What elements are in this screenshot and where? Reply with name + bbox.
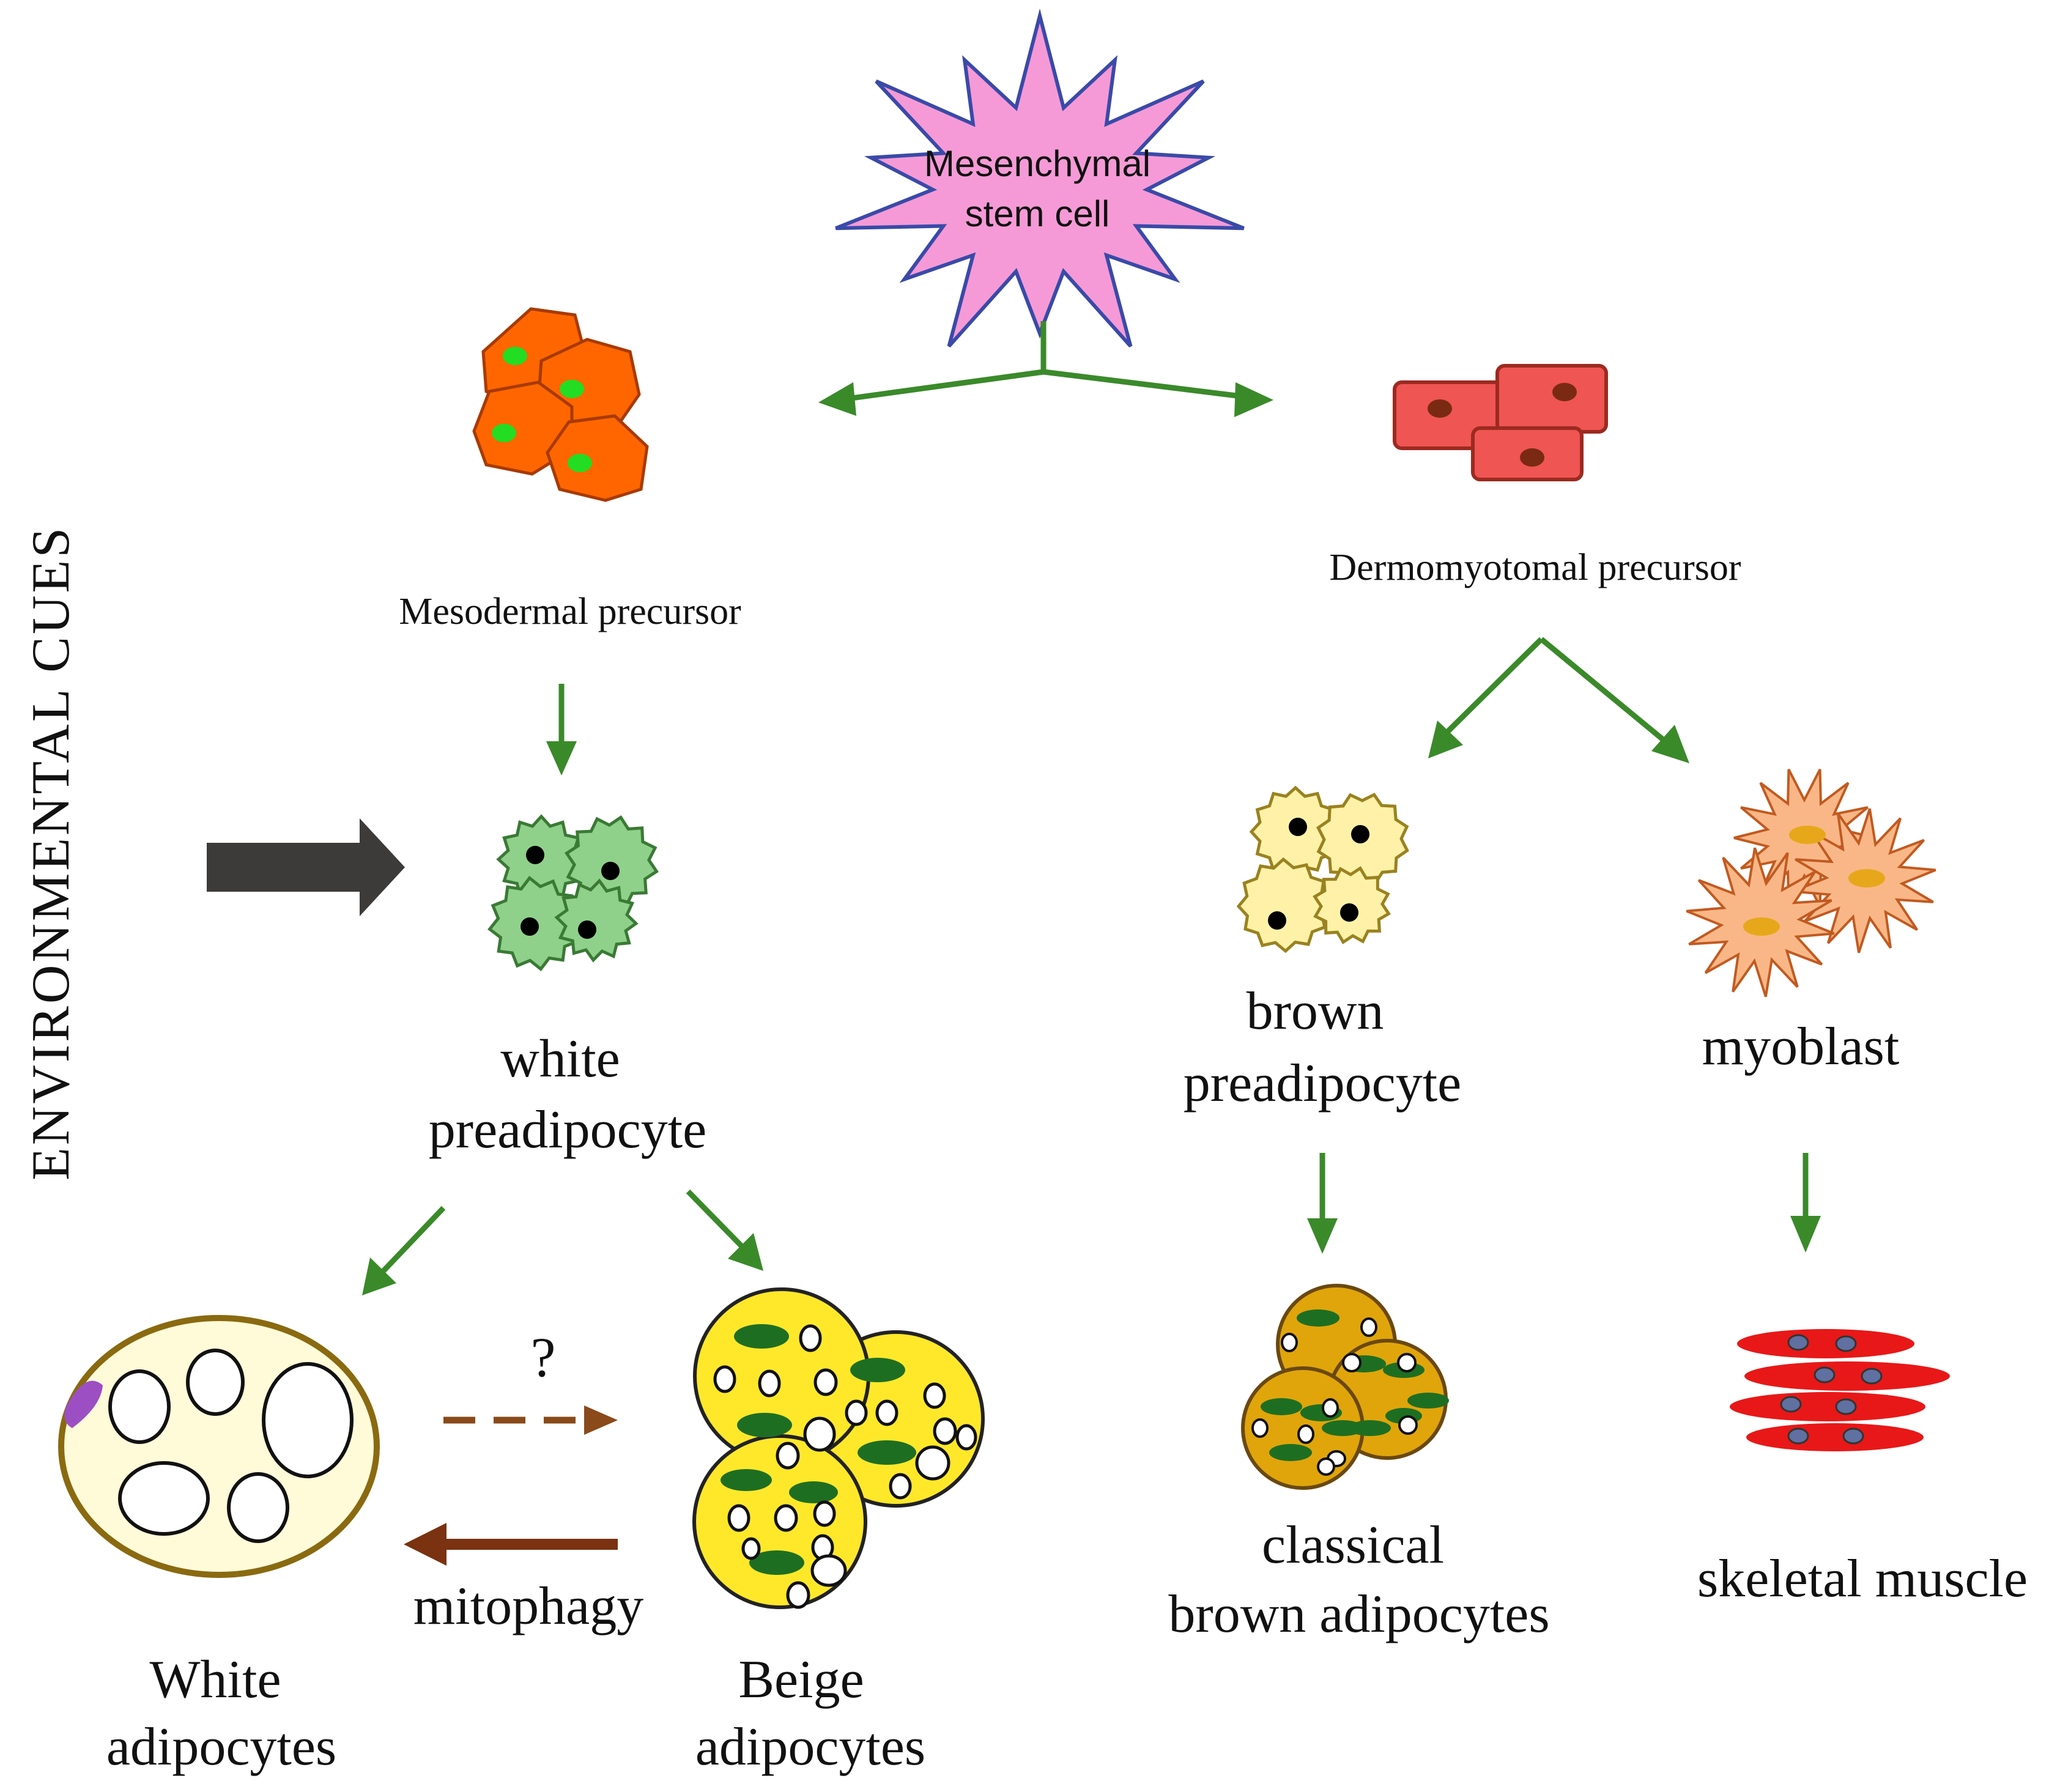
classical-brown-adipocytes-label-line1: classical — [1262, 1516, 1444, 1575]
white-adipocytes-label-line2: adipocytes — [106, 1717, 336, 1777]
mesenchymal-stem-cell: Mesenchymal stem cell — [835, 8, 1245, 348]
brown-preadipocyte-cells — [1236, 785, 1409, 953]
dermomyotomal-precursor-label: Dermomyotomal precursor — [1329, 547, 1741, 588]
mesodermal-precursor-label: Mesodermal precursor — [399, 591, 741, 632]
white-preadipocyte-label-line2: preadipocyte — [429, 1100, 706, 1160]
beige-adipocytes-label-line2: adipocytes — [695, 1717, 925, 1777]
mitophagy-label: mitophagy — [413, 1577, 643, 1636]
white-adipocyte-cell — [58, 1315, 380, 1578]
brown-preadipocyte-label-line1: brown — [1247, 982, 1384, 1041]
dermomyotomal-branch-arrows — [1428, 637, 1689, 763]
white-preadipocyte-label-line1: white — [500, 1029, 620, 1089]
myoblast-cells — [1686, 768, 1936, 998]
environmental-cues-label: ENVIRONMENTAL CUES — [21, 525, 81, 1180]
beige-adipocytes-label-line1: Beige — [738, 1650, 864, 1709]
classical-brown-adipocyte-cells — [1241, 1284, 1449, 1490]
skeletal-muscle-fibers — [1730, 1329, 1950, 1451]
question-mark: ? — [531, 1326, 556, 1388]
white-preadipocyte-branch-arrows — [362, 1189, 763, 1295]
dermomyotomal-precursor-cells — [1393, 364, 1608, 481]
myoblast-label: myoblast — [1702, 1017, 1900, 1076]
environmental-cue-arrow — [207, 818, 405, 916]
brown-pre-to-classical-arrow — [1307, 1153, 1338, 1254]
stem-cell-label-line2: stem cell — [965, 193, 1110, 234]
brown-preadipocyte-label-line2: preadipocyte — [1184, 1054, 1461, 1113]
classical-brown-adipocytes-label-line2: brown adipocytes — [1168, 1585, 1549, 1644]
mesodermal-precursor-cells — [472, 307, 649, 502]
myoblast-to-muscle-arrow — [1790, 1153, 1821, 1253]
mesodermal-to-white-arrow — [546, 684, 577, 776]
stem-cell-label-line1: Mesenchymal — [924, 143, 1150, 184]
skeletal-muscle-label: skeletal muscle — [1697, 1549, 2028, 1609]
mitophagy-arrow — [404, 1523, 618, 1566]
white-adipocytes-label-line1: White — [149, 1650, 281, 1709]
stem-cell-branch-arrow — [818, 321, 1273, 417]
browning-dashed-arrow — [443, 1405, 618, 1435]
white-preadipocyte-cells — [487, 814, 659, 971]
beige-adipocyte-cells — [692, 1287, 985, 1609]
